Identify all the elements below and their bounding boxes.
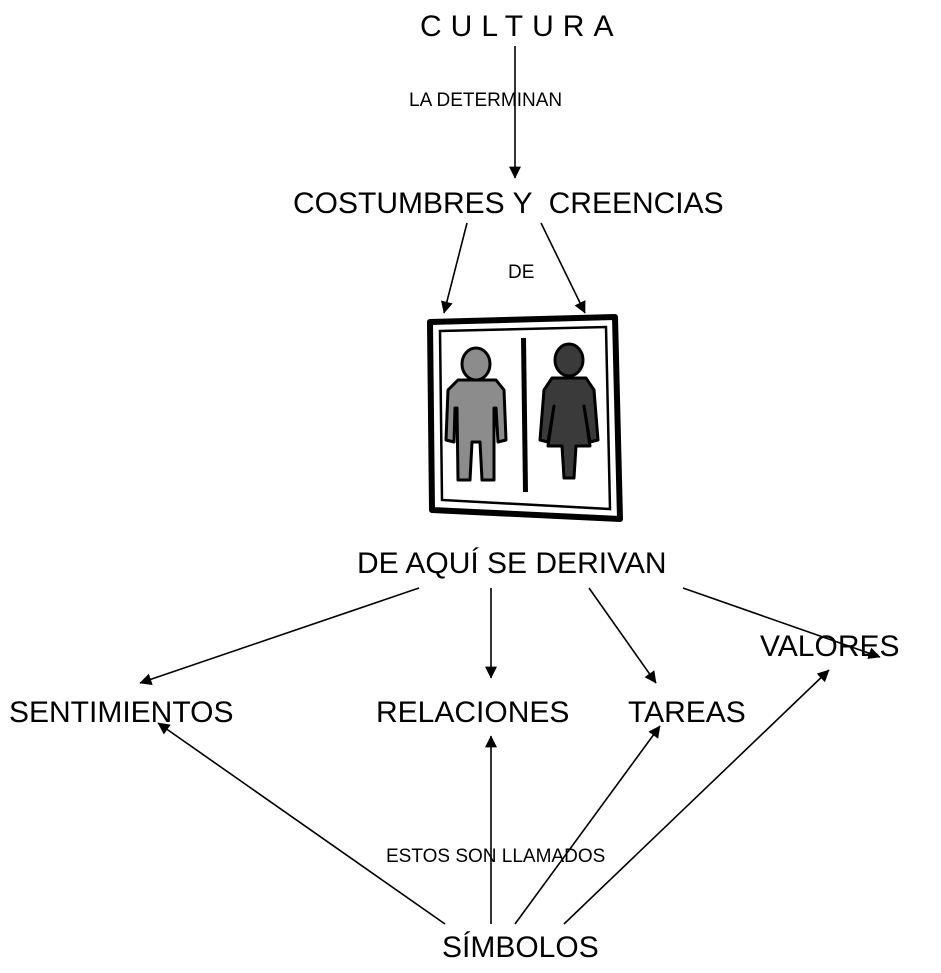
node-tareas: TAREAS — [628, 696, 746, 729]
node-sentimientos: SENTIMIENTOS — [9, 696, 234, 729]
node-simbolos: SÍMBOLOS — [442, 931, 599, 964]
node-cultura: CULTURA — [420, 10, 623, 43]
edge-label-estos-son-llamados: ESTOS SON LLAMADOS — [386, 846, 606, 867]
arrow-simbolos-to-tareas — [514, 725, 661, 925]
arrow-derivan-to-sentimientos — [139, 587, 420, 686]
node-costumbres-y-creencias: COSTUMBRES Y CREENCIAS — [293, 187, 724, 220]
arrow-derivan-to-valores — [682, 587, 881, 659]
arrow-simbolos-to-valores — [563, 669, 830, 925]
man-figure — [444, 346, 508, 482]
node-de-aqui-se-derivan: DE AQUÍ SE DERIVAN — [357, 547, 667, 580]
node-relaciones: RELACIONES — [376, 696, 570, 729]
woman-figure — [538, 342, 600, 480]
arrow-derivan-to-tareas — [588, 587, 657, 684]
edge-label-de: DE — [508, 262, 535, 283]
arrow-costumbres-to-picture-left — [441, 222, 468, 314]
node-valores: VALORES — [760, 630, 900, 663]
man-and-woman-restroom-sign-icon — [427, 314, 623, 522]
arrow-costumbres-to-picture-right — [540, 222, 586, 314]
arrow-simbolos-to-sentimientos — [157, 722, 446, 925]
picture-frame-inner — [438, 325, 612, 511]
picture-divider — [521, 338, 528, 492]
edge-label-la-determinan: LA DETERMINAN — [409, 90, 563, 111]
